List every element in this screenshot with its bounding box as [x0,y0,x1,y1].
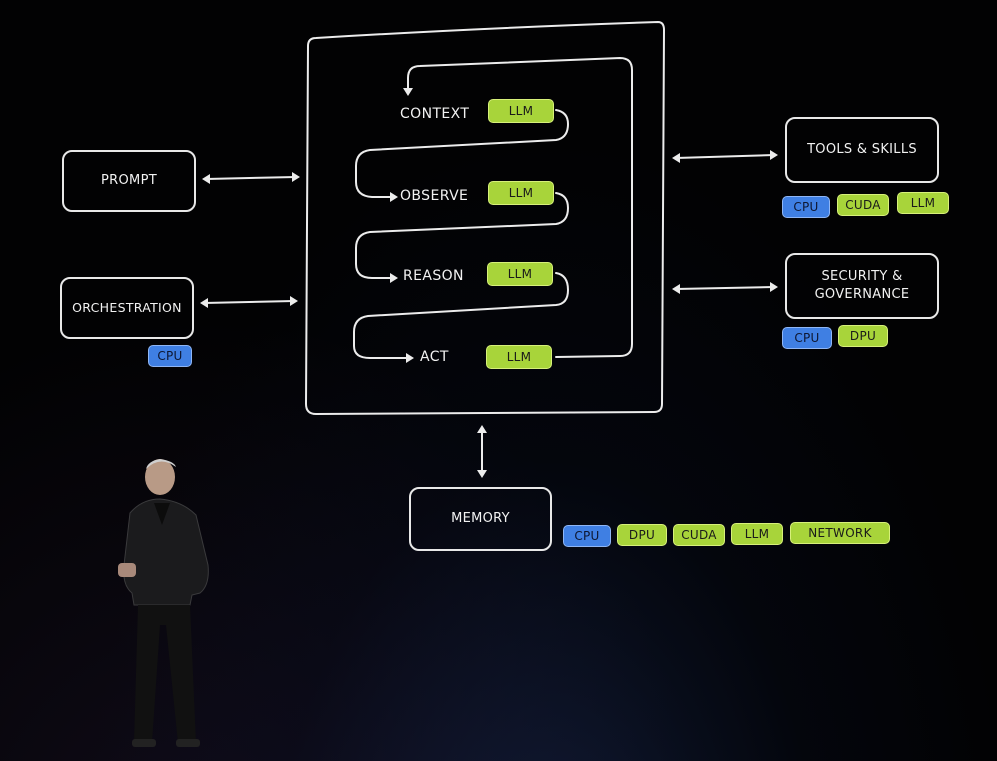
arrowhead-reason [390,273,398,283]
security-dpu-tag: DPU [838,325,888,347]
tools-skills-label: TOOLS & SKILLS [807,142,917,158]
prompt-connector [205,176,297,180]
memory-llm-tag: LLM [731,523,783,545]
step-observe-llm-tag: LLM [488,181,554,205]
central-loop-box [305,21,665,415]
security-cpu-tag: CPU [782,327,832,349]
memory-dpu-tag: DPU [617,524,667,546]
loop-path [355,109,569,198]
step-reason-llm-tag: LLM [487,262,553,286]
security-label-line2: GOVERNANCE [814,287,910,302]
loop-return-path [407,57,633,358]
arrowhead-observe [390,192,398,202]
tools-connector [675,154,775,159]
orchestration-label: ORCHESTRATION [72,299,182,315]
orchestration-connector [203,300,295,304]
presenter-figure [118,459,209,747]
loop-path-2 [355,192,569,279]
arrowhead-act [406,353,414,363]
prompt-label: PROMPT [101,173,157,189]
loop-path-3 [353,272,569,359]
memory-label: MEMORY [451,511,510,527]
orchestration-cpu-tag: CPU [148,345,192,367]
tools-cuda-tag: CUDA [837,194,889,216]
step-context-llm-tag: LLM [488,99,554,123]
step-act-label: ACT [420,349,449,365]
memory-network-tag: NETWORK [790,522,890,544]
orchestration-box: ORCHESTRATION [60,277,194,339]
step-reason-label: REASON [403,268,464,284]
security-label-line1: SECURITY & [821,269,903,285]
arrowhead-context [403,88,413,96]
security-connector [675,286,775,290]
prompt-box: PROMPT [62,150,196,212]
memory-box: MEMORY [409,487,552,551]
tools-skills-box: TOOLS & SKILLS [785,117,939,183]
tools-cpu-tag: CPU [782,196,830,218]
memory-cpu-tag: CPU [563,525,611,547]
step-context-label: CONTEXT [400,106,470,122]
tools-llm-tag: LLM [897,192,949,214]
security-governance-box: SECURITY & GOVERNANCE [785,253,939,319]
step-act-llm-tag: LLM [486,345,552,369]
step-observe-label: OBSERVE [400,188,469,204]
memory-cuda-tag: CUDA [673,524,725,546]
